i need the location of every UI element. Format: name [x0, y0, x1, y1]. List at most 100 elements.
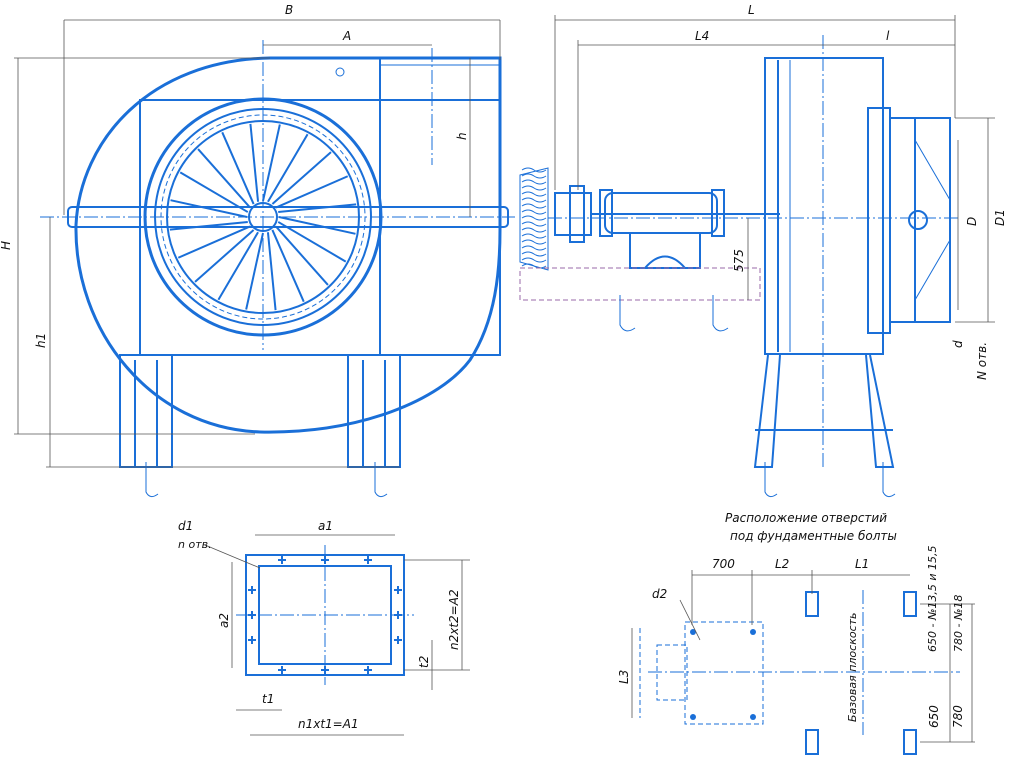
- motor-fin: [521, 209, 547, 215]
- impeller-blade: [271, 229, 305, 303]
- motor-fin: [521, 197, 547, 203]
- dim-n-holes: n отв.: [178, 538, 212, 551]
- dim-H: H: [0, 241, 13, 250]
- impeller-blade: [170, 199, 248, 218]
- impeller-blade: [278, 216, 356, 235]
- dim-t1: t1: [262, 692, 274, 706]
- base-frame: [519, 267, 761, 301]
- motor-fin: [521, 191, 547, 197]
- motor-fin: [521, 263, 547, 269]
- side-leg-right: [865, 354, 895, 468]
- dim-h1: h1: [34, 333, 48, 348]
- impeller-blade: [194, 229, 255, 283]
- motor-fin: [521, 233, 547, 239]
- impeller-blade: [275, 175, 349, 209]
- bolt-pad: [805, 591, 819, 617]
- motor-fin: [521, 167, 547, 173]
- impeller-blade: [266, 232, 277, 311]
- flange-hole: [248, 611, 256, 619]
- impeller-blades: [169, 123, 357, 311]
- flange-hole: [278, 666, 286, 674]
- motor-fin: [521, 221, 547, 227]
- side-view: L L4 l 575 D D1 d N отв.: [519, 3, 1007, 498]
- impeller-blade: [271, 151, 332, 205]
- motor-fin: [521, 227, 547, 233]
- dim-780: 780: [951, 705, 965, 728]
- impeller-blade: [275, 225, 329, 286]
- note-780: 780 - №18: [952, 595, 965, 652]
- impeller-blade: [277, 221, 347, 263]
- motor-fin: [521, 245, 547, 251]
- caption-line1: Расположение отверстий: [725, 511, 887, 525]
- motor-outline: [519, 167, 549, 271]
- dim-a1: a1: [318, 519, 333, 533]
- anchor-bolt-right: [374, 462, 388, 498]
- impeller-blade: [221, 131, 255, 205]
- dim-t2: t2: [417, 656, 431, 668]
- flange-holes: [248, 556, 402, 674]
- dim-L2: L2: [775, 557, 789, 571]
- dim-d2: d2: [652, 587, 667, 601]
- motor-fin: [521, 203, 547, 209]
- motor-fin: [521, 179, 547, 185]
- front-leg-left: [119, 354, 173, 468]
- dim-l: l: [886, 29, 890, 43]
- bearing-housing: [604, 192, 718, 234]
- side-housing: [764, 57, 884, 355]
- flange-hole: [278, 556, 286, 564]
- motor-fin: [521, 257, 547, 263]
- dim-L1: L1: [855, 557, 869, 571]
- dim-h: h: [455, 132, 469, 140]
- impeller-blade: [177, 225, 251, 259]
- flange-hole: [321, 556, 329, 564]
- flange-hole: [248, 636, 256, 644]
- inlet-duct: [889, 117, 951, 323]
- dim-n1t1: n1xt1=A1: [298, 717, 359, 731]
- dim-650: 650: [927, 705, 941, 728]
- flange-hole: [364, 556, 372, 564]
- impeller-blade: [267, 133, 309, 203]
- dim-575: 575: [732, 249, 746, 272]
- impeller-blade: [169, 220, 248, 231]
- flange-view: d1 n отв. a1 a2 n2xt2=A2 t2 t1 n1xt1=A1: [178, 519, 470, 736]
- impeller-blade: [249, 123, 260, 202]
- dim-B: B: [285, 3, 293, 17]
- impeller-blade: [217, 231, 259, 301]
- dim-A: A: [342, 29, 351, 43]
- side-leg-left: [753, 354, 781, 468]
- dim-n2t2: n2xt2=A2: [447, 589, 461, 650]
- impeller-blade: [179, 171, 249, 213]
- motor-fin: [521, 251, 547, 257]
- dim-a2: a2: [217, 613, 231, 628]
- base-plane-label: Базовая плоскость: [846, 612, 859, 722]
- flange-hole: [248, 586, 256, 594]
- impeller-blade: [197, 148, 251, 209]
- motor-fin: [521, 215, 547, 221]
- dim-D: D: [965, 217, 979, 226]
- inspection-hole: [335, 67, 345, 77]
- motor-hatching: [521, 167, 547, 269]
- dim-d1: d1: [178, 519, 193, 533]
- dim-700: 700: [712, 557, 735, 571]
- flange-hole: [394, 586, 402, 594]
- dim-L: L: [748, 3, 755, 17]
- flange-hole: [394, 611, 402, 619]
- dim-d: d: [951, 340, 965, 348]
- impeller-blade: [262, 124, 281, 202]
- dim-L3: L3: [617, 670, 631, 684]
- motor-fin: [521, 185, 547, 191]
- bearing-support: [629, 233, 701, 269]
- impeller-blade: [278, 203, 357, 214]
- anchor-bolt-left: [145, 462, 159, 498]
- flange-hole: [321, 666, 329, 674]
- impeller-blade: [245, 232, 264, 310]
- flange-hole: [394, 636, 402, 644]
- coupling: [554, 192, 592, 236]
- scroll-housing: [74, 56, 502, 434]
- note-650: 650 - №13,5 и 15,5: [926, 545, 939, 652]
- flange-hole: [364, 666, 372, 674]
- motor-fin: [521, 239, 547, 245]
- front-view: B A H h h1: [0, 3, 515, 498]
- foundation-plate: [684, 621, 764, 725]
